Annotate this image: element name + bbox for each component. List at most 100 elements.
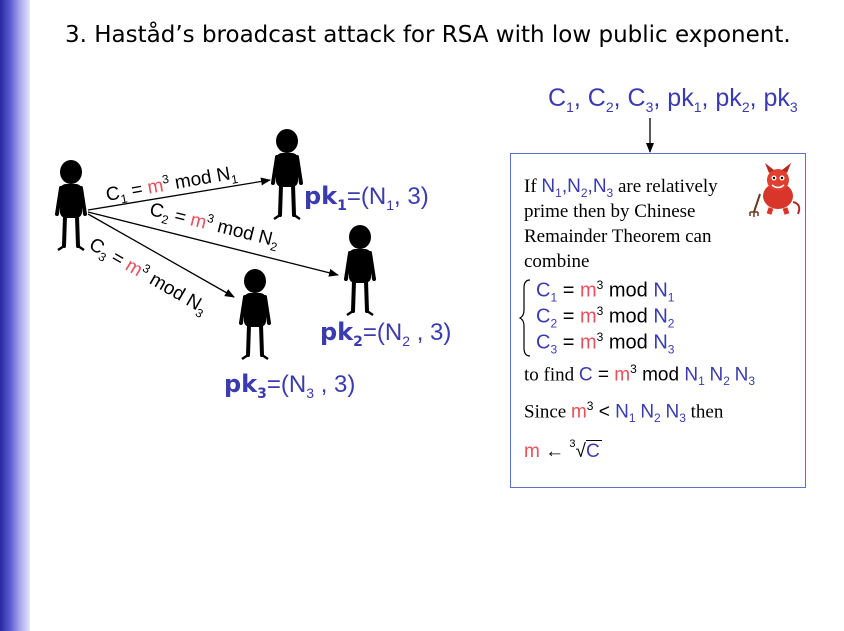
e2-s: 2 xyxy=(550,316,558,331)
box-line1: If N1,N2,N3 are relatively xyxy=(524,176,718,200)
box-eq2: C2 = m3 mod N2 xyxy=(536,304,674,331)
e3-exp: 3 xyxy=(596,330,604,344)
f-exp: 3 xyxy=(630,362,637,376)
pk3-sub: 3 xyxy=(789,99,798,115)
pk1-sub: 1 xyxy=(337,197,347,214)
e3-eq: = xyxy=(557,331,580,354)
c2-label: C xyxy=(587,84,606,112)
pk1-label: pk1=(N1, 3) xyxy=(304,182,429,214)
r-c: C xyxy=(585,440,602,462)
box-since-line: Since m3 < N1 N2 N3 then xyxy=(524,399,723,425)
c3-sub: 3 xyxy=(645,99,654,115)
e2-ns: 2 xyxy=(667,316,675,331)
ciphertext-list: C1, C2, C3, pk1, pk2, pk3 xyxy=(548,84,798,115)
f-c: C xyxy=(578,364,593,386)
l1-pre: If xyxy=(524,176,542,197)
l1-n3s: 3 xyxy=(606,185,614,200)
s-n3: N xyxy=(665,401,680,423)
l1-comma: , xyxy=(561,176,568,197)
s-n3s: 3 xyxy=(679,411,686,426)
s-n2: N xyxy=(640,401,655,423)
e2-mod: mod xyxy=(603,305,654,328)
f-n2s: 2 xyxy=(723,374,730,389)
e1-ns: 1 xyxy=(667,290,675,305)
s-post: then xyxy=(685,401,724,423)
arrow-to-receiver2 xyxy=(87,211,339,277)
l1-n1: N xyxy=(541,176,556,197)
s-m: m xyxy=(570,401,587,423)
pk3-label: pk xyxy=(763,84,790,112)
r-arrow: ← xyxy=(539,441,570,462)
r-m: m xyxy=(524,441,540,462)
f-n2: N xyxy=(709,364,724,386)
box-eq1: C1 = m3 mod N1 xyxy=(536,278,674,305)
pk2-sub: 2 xyxy=(741,99,750,115)
l1-comma2: , xyxy=(587,176,593,197)
pk1-eq: =(N xyxy=(346,183,387,210)
e1-n: N xyxy=(653,279,668,302)
s-lt: < xyxy=(593,401,616,423)
c1-label: C xyxy=(548,84,567,112)
l1-n2: N xyxy=(567,176,581,197)
e2-exp: 3 xyxy=(596,304,604,318)
f-n1: N xyxy=(684,364,699,386)
f-n1s: 1 xyxy=(698,374,705,389)
s-exp: 3 xyxy=(586,399,594,413)
l1-n3: N xyxy=(592,176,607,197)
f-n3s: 3 xyxy=(748,374,756,389)
e1-exp: 3 xyxy=(596,278,604,292)
e3-s: 3 xyxy=(550,342,558,357)
r-root-index: 3 xyxy=(569,438,576,450)
box-line3: Remainder Theorem can xyxy=(524,226,712,247)
e1-mod: mod xyxy=(603,279,654,302)
e3-c: C xyxy=(536,331,551,354)
f-pre: to find xyxy=(524,364,579,386)
pk2-label: pk xyxy=(715,84,742,112)
pk1-nsub: 1 xyxy=(386,196,395,213)
arrow-to-receiver1 xyxy=(87,177,271,211)
s-n1: N xyxy=(615,401,629,423)
s-pre: Since xyxy=(524,401,571,423)
pk3-eq: =(N xyxy=(266,371,307,398)
pk3-name: pk xyxy=(224,370,258,398)
e1-s: 1 xyxy=(550,290,558,305)
r-radical: √ xyxy=(575,441,586,462)
sep: , xyxy=(701,84,716,112)
s-n1s: 1 xyxy=(628,411,636,426)
pk2-tail: , 3) xyxy=(410,319,452,346)
pk3-nsub: 3 xyxy=(306,384,315,401)
pk3-tail: , 3) xyxy=(314,371,356,398)
c1-sub: 1 xyxy=(566,99,574,115)
sep: , xyxy=(613,84,628,112)
pk1-name: pk xyxy=(304,182,338,210)
arrow-to-receiver3 xyxy=(87,213,235,298)
e1-m: m xyxy=(579,279,597,302)
e1-c: C xyxy=(536,279,551,302)
box-line4: combine xyxy=(524,251,590,272)
sep: , xyxy=(653,84,668,112)
e1-eq: = xyxy=(557,279,580,302)
pk1-label: pk xyxy=(667,84,694,112)
e2-c: C xyxy=(536,305,551,328)
c2-sub: 2 xyxy=(605,99,614,115)
receiver3-person-icon xyxy=(239,267,271,361)
receiver1-person-icon xyxy=(271,127,303,221)
l1-post: are relatively xyxy=(613,176,718,197)
box-line2: prime then by Chinese xyxy=(524,201,696,222)
pk2-label: pk2=(N2 , 3) xyxy=(320,318,451,350)
l1-n1s: 1 xyxy=(555,185,562,200)
sep: , xyxy=(749,84,764,112)
left-accent-bar xyxy=(0,0,30,631)
crt-explanation-box: If N1,N2,N3 are relatively prime then by… xyxy=(510,153,806,488)
receiver2-person-icon xyxy=(344,223,376,317)
pk1-tail: , 3) xyxy=(394,183,429,210)
c3-label: C xyxy=(627,84,646,112)
slide-title: 3. Haståd’s broadcast attack for RSA wit… xyxy=(65,22,791,48)
box-find-line: to find C = m3 mod N1 N2 N3 xyxy=(524,362,755,388)
pk2-name: pk xyxy=(320,318,354,346)
e3-m: m xyxy=(579,331,597,354)
pk3-label: pk3=(N3 , 3) xyxy=(224,370,355,402)
f-mod: mod xyxy=(636,364,685,386)
f-m: m xyxy=(614,364,631,386)
